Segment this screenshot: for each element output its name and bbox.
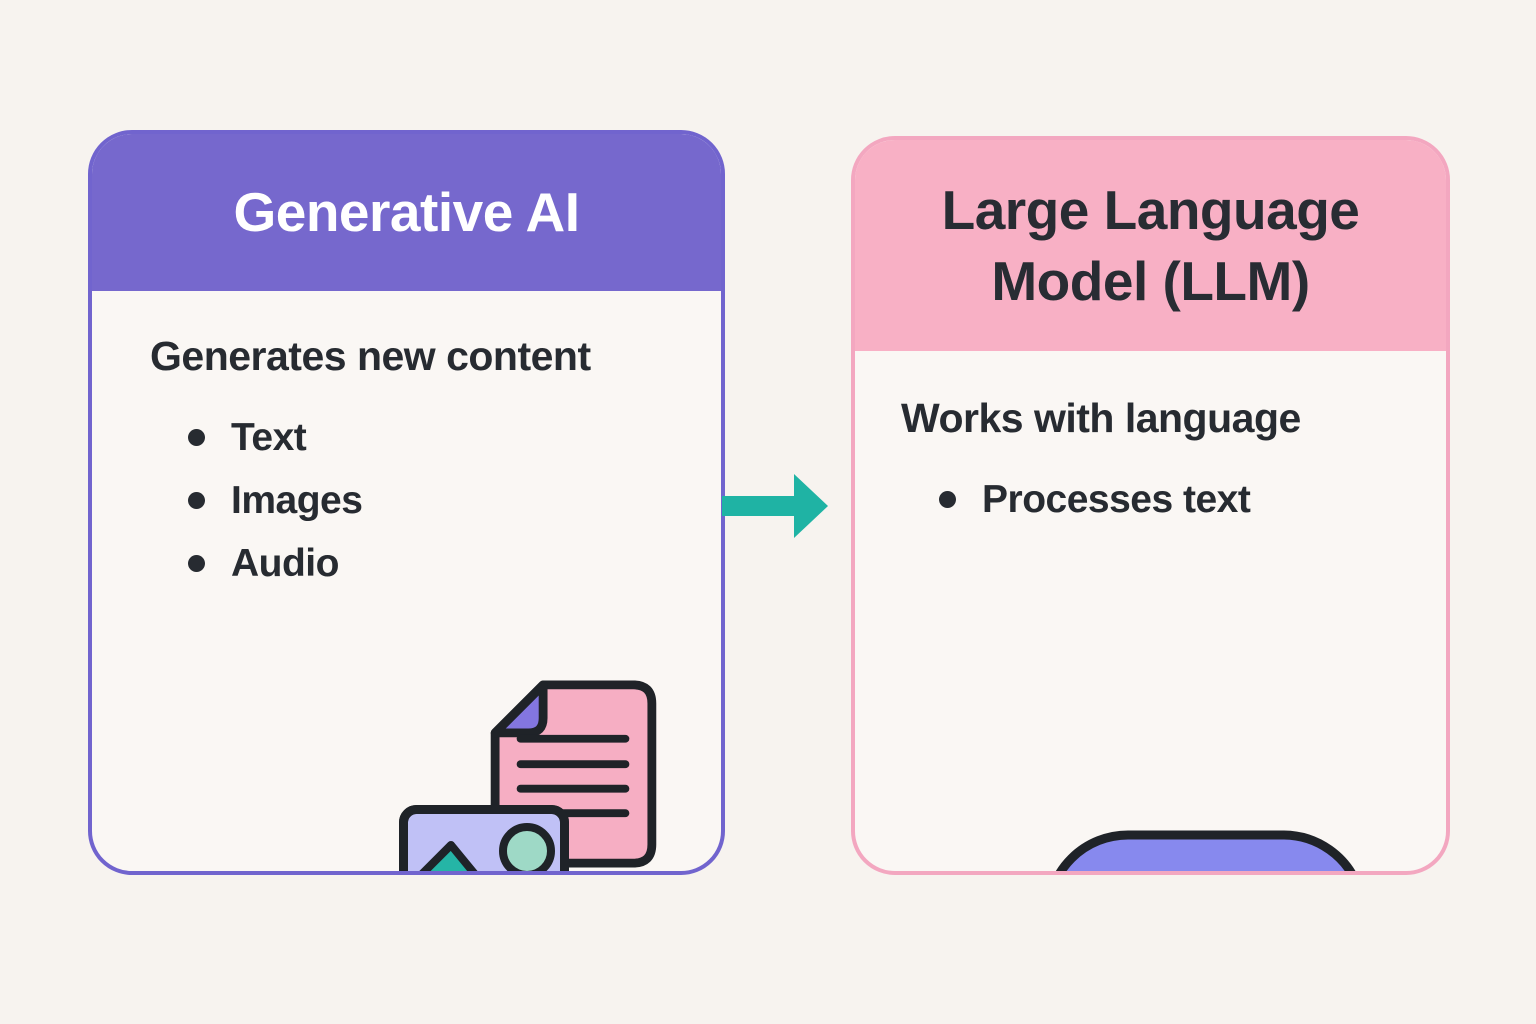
llm-heading: Works with language: [901, 395, 1301, 441]
generative-ai-body: Generates new content Text Images Audio: [92, 333, 721, 871]
llm-title: Large Language Model (LLM): [941, 179, 1360, 312]
bullet-dot: [188, 555, 205, 572]
image-icon: [399, 805, 569, 871]
generative-ai-header: Generative AI: [92, 134, 721, 291]
list-item: Processes text: [939, 468, 1446, 531]
bullet-label: Audio: [231, 541, 339, 585]
list-item: Images: [188, 469, 721, 532]
bullet-label: Processes text: [982, 477, 1251, 521]
bullet-dot: [188, 429, 205, 446]
generative-ai-card: Generative AI Generates new content Text…: [88, 130, 725, 875]
bullet-dot: [939, 491, 956, 508]
right-arrow-icon: [722, 472, 830, 540]
generative-ai-title: Generative AI: [233, 181, 580, 244]
list-item: Text: [188, 406, 721, 469]
llm-card: Large Language Model (LLM) Works with la…: [851, 136, 1450, 875]
llm-body: Works with language Processes text: [855, 395, 1446, 871]
generative-ai-bullet-list: Text Images Audio: [188, 406, 721, 595]
llm-bullet-list: Processes text: [939, 468, 1446, 531]
bullet-label: Text: [231, 415, 307, 459]
generative-ai-heading: Generates new content: [150, 333, 591, 379]
llm-header: Large Language Model (LLM): [855, 140, 1446, 351]
bullet-dot: [188, 492, 205, 509]
speech-bubble-icon: [1040, 827, 1372, 871]
bullet-label: Images: [231, 478, 363, 522]
list-item: Audio: [188, 532, 721, 595]
